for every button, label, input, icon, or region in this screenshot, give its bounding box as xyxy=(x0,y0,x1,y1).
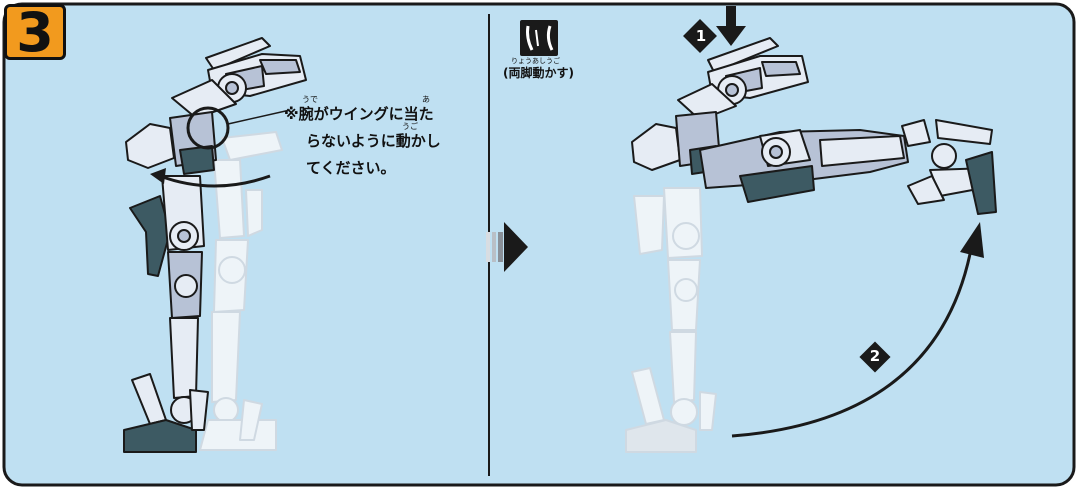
note-line-3: てください。 xyxy=(306,159,396,177)
note-leader-line xyxy=(227,109,291,125)
both-legs-move-icon xyxy=(520,20,558,56)
zoom-circle xyxy=(186,106,230,150)
both-legs-label: (両脚動かす) xyxy=(503,66,574,80)
marker-2 xyxy=(859,341,891,373)
arm-rotate-arrowhead xyxy=(150,168,166,184)
note-line-1: ※腕がウイングに当た xyxy=(284,105,434,123)
marker-1-label: 1 xyxy=(695,27,707,45)
note-ruby-a: あ xyxy=(422,95,430,104)
step-badge: 3 xyxy=(4,1,66,64)
step-number: 3 xyxy=(16,1,54,64)
note-line-2: らないように動かし xyxy=(306,132,441,150)
leg-swing-arrow xyxy=(731,243,974,438)
robot-figure-after xyxy=(631,37,997,215)
ghost-legs-figure xyxy=(625,187,717,453)
arm-rotate-arrow xyxy=(159,174,271,188)
arm-wing-note: うで あ うご ※腕がウイングに当た らないように動かし てください。 xyxy=(284,96,484,182)
marker-2-label: 2 xyxy=(869,347,881,365)
transition-arrow xyxy=(486,222,528,272)
both-legs-ruby: りょうあしうご xyxy=(511,57,560,65)
ghost-robot-figure xyxy=(199,131,283,451)
leg-swing-arrowhead xyxy=(960,222,984,258)
down-arrow xyxy=(716,6,746,46)
note-ruby-ugo: うご xyxy=(402,122,418,131)
note-ruby-ude: うで xyxy=(302,95,318,104)
